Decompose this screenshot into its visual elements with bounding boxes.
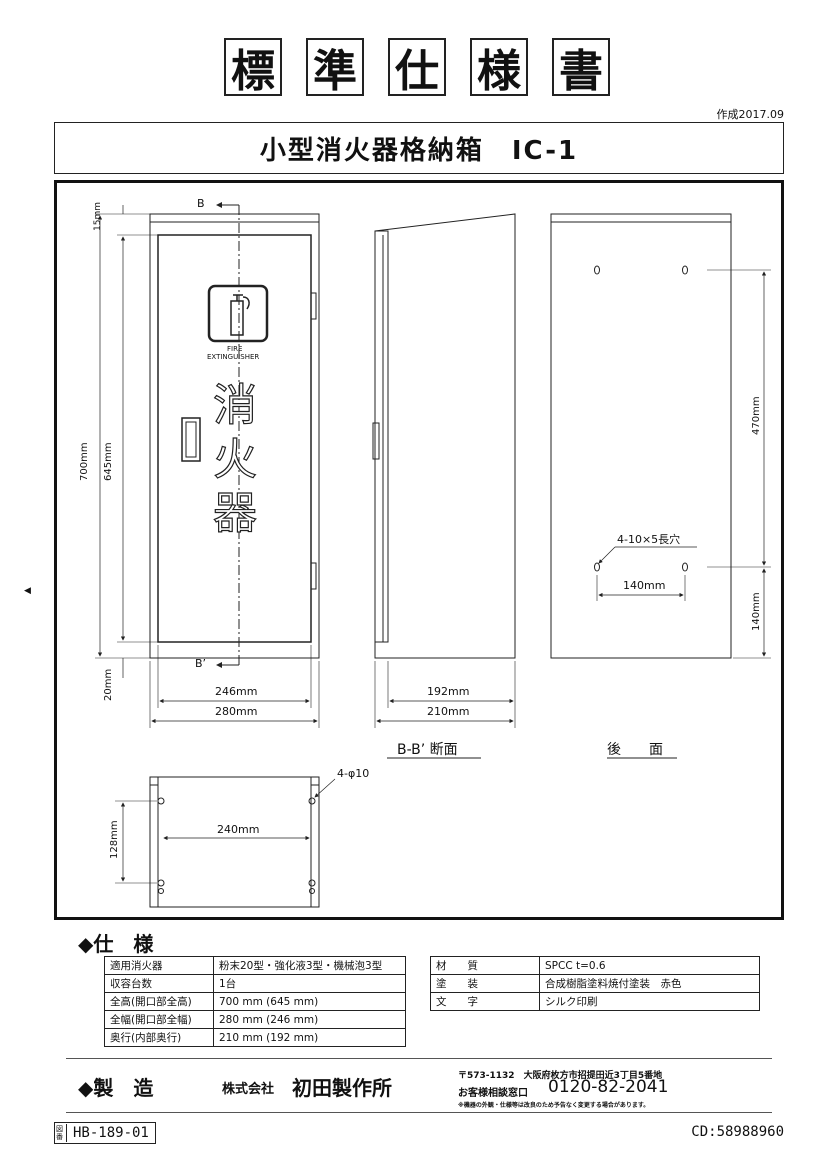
side-marker-icon: ◀ — [24, 586, 31, 596]
dim-240: 240mm — [217, 823, 260, 836]
dim-20: 20mm — [103, 668, 114, 701]
title-char-3: 仕 — [388, 38, 446, 97]
dim-140-vertical: 140mm — [751, 592, 762, 631]
spec-heading: ◆仕 様 — [78, 932, 154, 956]
section-label: B-B’ 断面 — [397, 742, 458, 758]
spec-key: 奥行(内部奥行) — [104, 1028, 214, 1047]
dim-192: 192mm — [427, 685, 470, 698]
change-note: ※機器の外観・仕様等は改良のため予告なく変更する場合があります。 — [458, 1102, 650, 1109]
table-row: 文 字シルク印刷 — [430, 992, 760, 1011]
sign-fire-label: FIRE — [227, 345, 243, 353]
dim-15: 15mm — [93, 202, 103, 231]
spec-key: 塗 装 — [430, 974, 540, 993]
slot-tl — [594, 265, 600, 275]
spec-value: 1台 — [213, 974, 406, 993]
spec-key: 文 字 — [430, 992, 540, 1011]
slot-tr — [682, 265, 688, 275]
door-char-3: 器 — [212, 487, 257, 539]
extinguisher-sign — [207, 284, 269, 343]
front-door — [157, 234, 312, 643]
dim-246: 246mm — [215, 685, 258, 698]
table-row: 全幅(開口部全幅)280 mm (246 mm) — [104, 1010, 406, 1029]
side-outline — [374, 213, 516, 659]
hole-tr — [308, 797, 316, 805]
table-row: 全高(開口部全高)700 mm (645 mm) — [104, 992, 406, 1011]
dim-700: 700mm — [79, 442, 90, 481]
front-hinge-top — [310, 292, 317, 320]
title-char-5: 書 — [552, 38, 610, 97]
slot-label: 4-10×5長穴 — [617, 533, 681, 546]
spec-value: 700 mm (645 mm) — [213, 992, 406, 1011]
hole-br — [308, 879, 316, 887]
company-prefix: 株式会社 — [222, 1082, 275, 1097]
hole-label: 4-φ10 — [337, 767, 370, 780]
drawing-svg — [95, 202, 771, 908]
title-char-2: 準 — [306, 38, 364, 97]
table-row: 奥行(内部奥行)210 mm (192 mm) — [104, 1028, 406, 1047]
contact-label: お客様相談窓口 — [458, 1088, 528, 1099]
created-date: 作成2017.09 — [716, 108, 785, 121]
product-title: 小型消火器格納箱 IC-1 — [54, 122, 784, 174]
slot-br — [682, 562, 688, 572]
spec-value: 210 mm (192 mm) — [213, 1028, 406, 1047]
hole-bl — [157, 879, 165, 887]
bottom-outline — [149, 776, 320, 908]
doc-number: HB-189-01 — [73, 1125, 149, 1141]
spec-value: シルク印刷 — [539, 992, 760, 1011]
front-hinge-bottom — [310, 562, 317, 590]
doc-number-box: 図番 HB-189-01 — [54, 1122, 156, 1144]
table-row: 適用消火器粉末20型・強化液3型・機械泡3型 — [104, 956, 406, 975]
maker-heading: ◆製 造 — [78, 1076, 154, 1100]
table-row: 塗 装合成樹脂塗料焼付塗装 赤色 — [430, 974, 760, 993]
spec-key: 収容台数 — [104, 974, 214, 993]
dim-140-horizontal: 140mm — [623, 579, 666, 592]
title-char-1: 標 — [224, 38, 282, 97]
cd-number: CD:58988960 — [691, 1124, 784, 1140]
spec-value: 粉末20型・強化液3型・機械泡3型 — [213, 956, 406, 975]
front-outer — [149, 213, 320, 659]
sign-extinguisher-label: EXTINGUISHER — [207, 353, 260, 361]
b-bottom-label: B’ — [195, 657, 207, 670]
dim-280: 280mm — [215, 705, 258, 718]
phone-number: 0120-82-2041 — [548, 1077, 669, 1097]
dim-645: 645mm — [103, 442, 114, 481]
title-char-4: 様 — [470, 38, 528, 97]
slot-bl — [594, 562, 600, 572]
drawing-frame: B B’ 15mm 700mm 645mm 20mm 246mm 280mm F… — [54, 180, 784, 920]
spec-value: SPCC t=0.6 — [539, 956, 760, 975]
door-char-2: 火 — [212, 433, 257, 485]
address: 〒573-1132 大阪府枚方市招提田近3丁目5番地 — [458, 1071, 663, 1081]
back-outline — [550, 213, 732, 659]
hole-tl — [157, 797, 165, 805]
divider — [66, 1058, 772, 1059]
spec-value: 280 mm (246 mm) — [213, 1010, 406, 1029]
spec-key: 全幅(開口部全幅) — [104, 1010, 214, 1029]
dim-470: 470mm — [751, 396, 762, 435]
door-char-1: 消 — [212, 379, 257, 431]
doc-prefix: 図番 — [55, 1124, 67, 1142]
company-name: 初田製作所 — [292, 1076, 392, 1100]
spec-key: 適用消火器 — [104, 956, 214, 975]
back-label: 後 面 — [607, 742, 663, 758]
spec-key: 全高(開口部全高) — [104, 992, 214, 1011]
spec-value: 合成樹脂塗料焼付塗装 赤色 — [539, 974, 760, 993]
b-top-label: B — [197, 197, 205, 210]
dim-128: 128mm — [109, 820, 120, 859]
dim-210: 210mm — [427, 705, 470, 718]
front-handle — [181, 417, 201, 462]
spec-key: 材 質 — [430, 956, 540, 975]
footer-divider — [66, 1112, 772, 1113]
